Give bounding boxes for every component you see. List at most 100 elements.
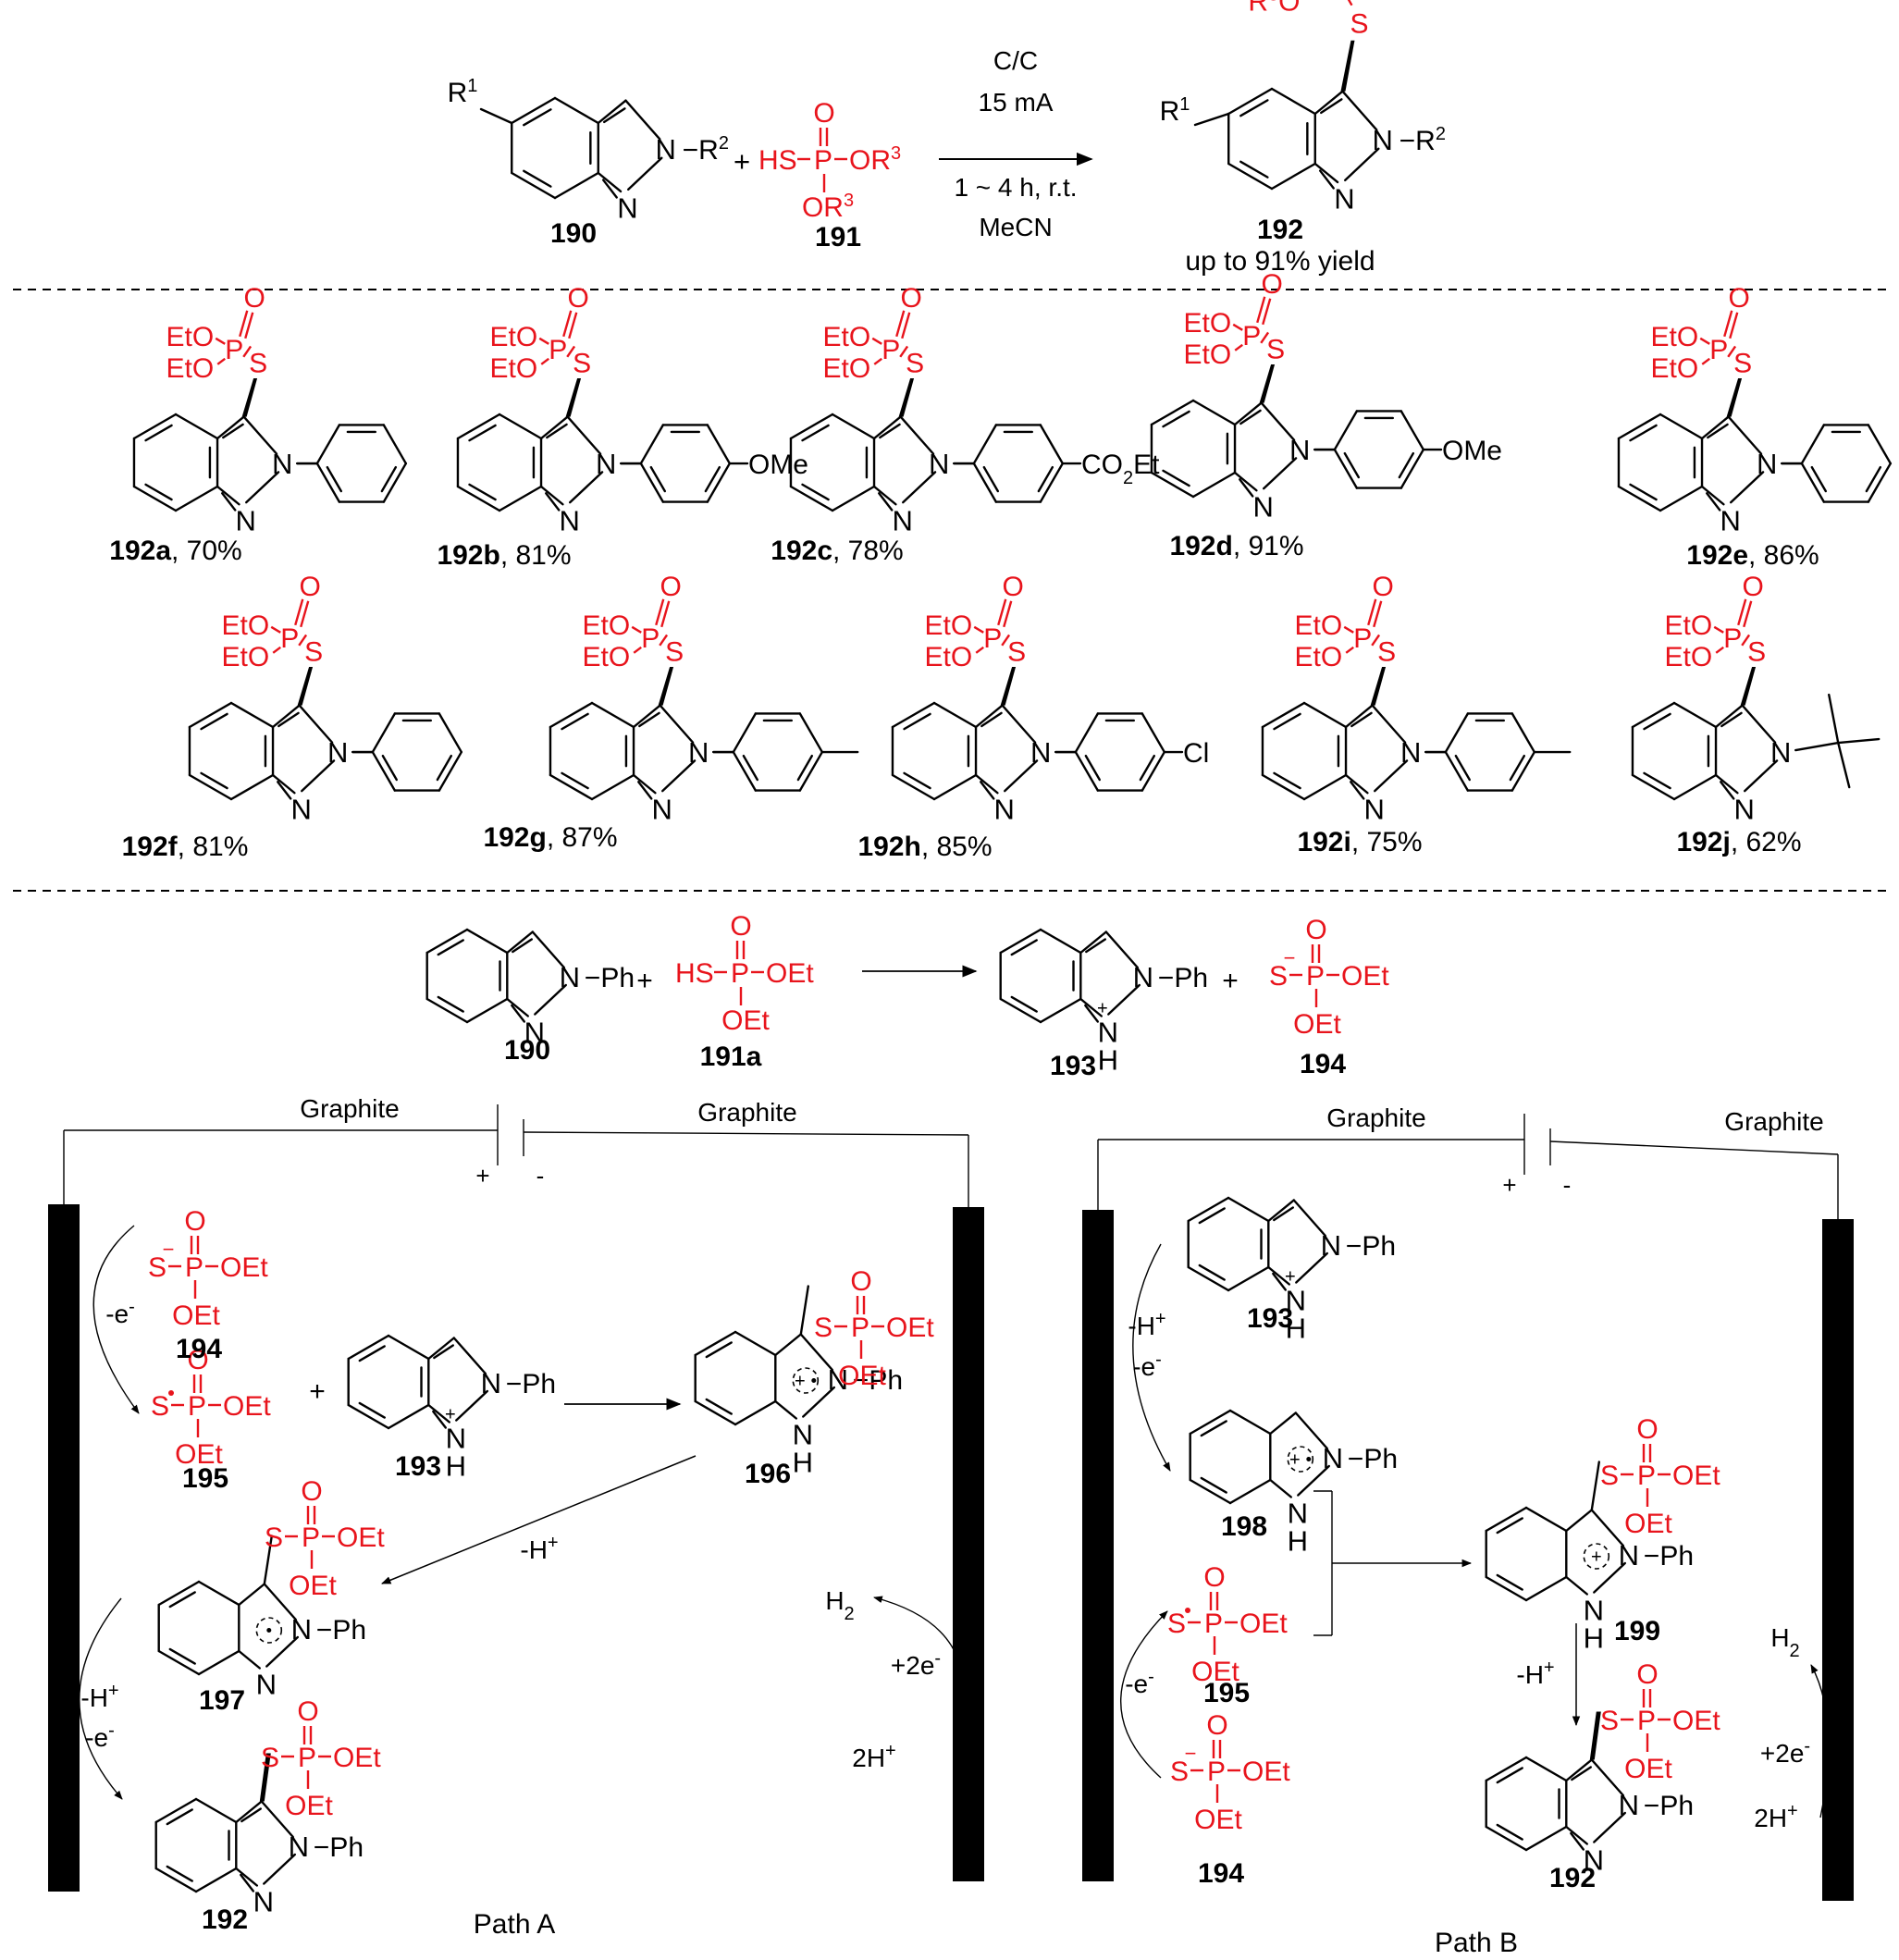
oxidation-arrow (1132, 1243, 1171, 1472)
bond (512, 938, 534, 954)
bond (1720, 781, 1735, 800)
bond (1001, 704, 1037, 744)
bond (1162, 410, 1190, 428)
bond (1730, 471, 1765, 504)
bond (229, 773, 275, 801)
ethoxy-2: EtO (490, 353, 538, 384)
bond (1302, 773, 1348, 801)
bond (238, 1583, 266, 1607)
atom-o: O (1373, 572, 1394, 602)
bond (1743, 600, 1753, 628)
bond (932, 701, 978, 729)
bond (1010, 939, 1038, 956)
bond (511, 171, 557, 200)
bond (590, 701, 635, 729)
atom-n1: N (651, 793, 672, 825)
compound-label-194: 194 (1300, 1049, 1346, 1079)
radical-dot (1306, 1457, 1312, 1461)
bond (626, 156, 663, 191)
bond (1444, 750, 1470, 792)
atom-s: S (1600, 1706, 1619, 1736)
bond (1162, 469, 1190, 487)
compound-label-195: 195 (182, 1463, 228, 1494)
path-a-193: NNH+−Ph (347, 1334, 556, 1483)
bond (972, 462, 998, 503)
bond (1398, 451, 1415, 479)
bond (561, 771, 589, 790)
wire (523, 1131, 969, 1136)
charge-plus: + (1289, 1450, 1301, 1471)
bond (633, 646, 642, 654)
bond (425, 928, 469, 955)
bond (1001, 634, 1011, 647)
bond (1191, 471, 1237, 499)
atom-n1: N (446, 1423, 466, 1455)
ethoxy-1: OEt (1239, 1609, 1288, 1639)
bond (1371, 704, 1407, 744)
proton-source: 2H+ (852, 1741, 895, 1772)
bond (427, 1403, 451, 1424)
atom-n2: N (655, 133, 675, 166)
atom-o: O (901, 283, 922, 314)
step-label: -H+ (80, 1681, 118, 1712)
bond (1643, 771, 1671, 790)
bond (1741, 704, 1777, 744)
bond (1629, 424, 1658, 442)
atom-s: S (814, 1313, 832, 1343)
bond (553, 171, 599, 200)
atom-s: S (148, 1252, 166, 1283)
atom-s: S (1266, 334, 1285, 364)
atom-n2: N (289, 1831, 309, 1863)
wedge-bond (565, 378, 582, 417)
atom-p: P (225, 335, 243, 365)
bond (1227, 1196, 1270, 1223)
bond (1565, 1825, 1589, 1845)
atom-p: P (1637, 1461, 1656, 1491)
atom-hs: HS (758, 145, 797, 176)
ethoxy-1: EtO (1184, 308, 1232, 339)
bond (1239, 160, 1269, 179)
charge-plus: + (795, 1372, 806, 1392)
bond (1571, 1766, 1593, 1781)
bond (1867, 424, 1893, 465)
bond (263, 1535, 274, 1585)
yield-label-192e: 192e, 86% (1686, 540, 1819, 571)
atom-s: S (1167, 1609, 1186, 1639)
bond (732, 712, 758, 754)
ethoxy-1: EtO (583, 610, 631, 641)
atom-s: S (665, 636, 684, 667)
atom-n1: N (1098, 1017, 1118, 1049)
ethoxy-2: EtO (1651, 353, 1699, 384)
bond (1741, 634, 1751, 647)
bond (1454, 754, 1471, 782)
atom-n2: N (1770, 736, 1791, 769)
bond (371, 712, 397, 754)
bond (694, 1330, 737, 1357)
bond (891, 773, 936, 801)
atom-p: P (298, 1743, 316, 1773)
path-b-title: Path B (1435, 1928, 1518, 1958)
compound-label-195: 195 (1203, 1678, 1250, 1708)
atom-o: O (568, 283, 589, 314)
atom-n2: N (929, 448, 949, 480)
atom-s: S (249, 348, 267, 378)
bond (531, 931, 566, 969)
atom-s: S (1747, 636, 1766, 667)
r2-label: −R2 (1400, 124, 1446, 156)
compound-id: 192j (1676, 827, 1730, 857)
atom-s: S (1170, 1757, 1189, 1787)
r1-label: R1 (448, 76, 478, 108)
bond (506, 997, 530, 1017)
atom-n2: N (1400, 736, 1421, 769)
ethoxy-2: EtO (1665, 642, 1713, 672)
bond (245, 471, 280, 504)
radical-dot (168, 1390, 174, 1396)
phenyl-label: −Ph (1346, 1231, 1396, 1262)
atom-h: H (1286, 1313, 1306, 1345)
ethoxy-2: OEt (1194, 1805, 1242, 1835)
phenyl-label: −Ph (316, 1615, 366, 1646)
ethoxy-1: EtO (490, 322, 538, 352)
